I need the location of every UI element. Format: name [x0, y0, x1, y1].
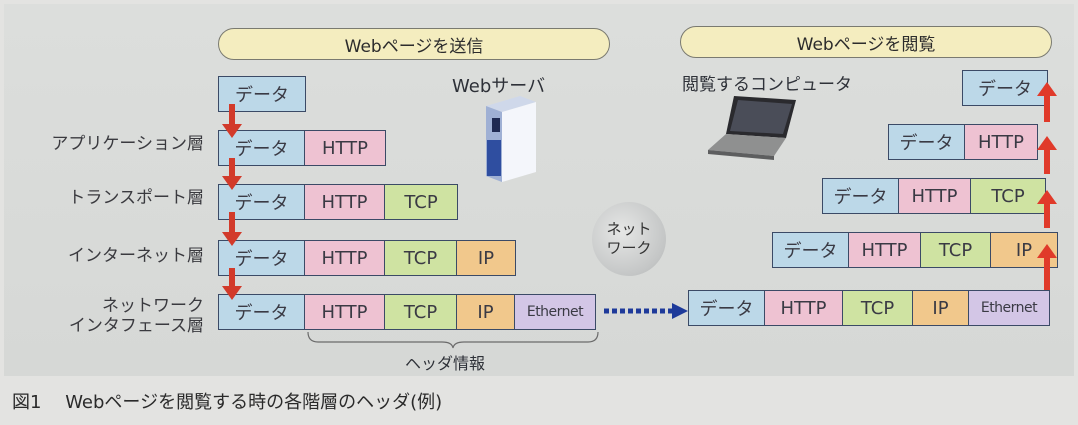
view-pill-label: Webページを閲覧	[796, 34, 936, 55]
cell-tcp: TCP	[971, 179, 1045, 213]
layer-label-internet: インターネット層	[68, 246, 204, 266]
laptop-icon	[708, 96, 796, 160]
cell-ip: IP	[457, 295, 515, 329]
cell-http: HTTP	[765, 291, 843, 325]
view-row-internet: データ HTTP TCP IP	[772, 232, 1058, 268]
cell-tcp: TCP	[921, 233, 991, 267]
cell-ethernet: Ethernet	[515, 295, 595, 329]
cell-http: HTTP	[305, 131, 385, 165]
network-cloud-label: ネット ワーク	[606, 220, 652, 257]
cell-data: データ	[773, 233, 849, 267]
cell-data: データ	[219, 295, 305, 329]
send-row-data: データ	[218, 76, 306, 112]
cell-tcp: TCP	[385, 241, 457, 275]
header-info-label: ヘッダ情報	[405, 354, 486, 373]
view-pill: Webページを閲覧	[680, 26, 1052, 58]
network-cloud: ネット ワーク	[592, 202, 666, 276]
network-arrow	[604, 303, 688, 319]
layer-label-link-1: ネットワーク	[102, 296, 204, 316]
server-label: Webサーバ	[452, 76, 546, 97]
server-icon	[486, 96, 536, 182]
layer-label-link-2: インタフェース層	[68, 316, 204, 336]
down-arrows	[222, 104, 242, 300]
layer-label-transport: トランスポート層	[68, 188, 204, 208]
cell-http: HTTP	[899, 179, 971, 213]
cell-http: HTTP	[849, 233, 921, 267]
view-row-data: データ	[962, 70, 1048, 106]
cell-http: HTTP	[305, 185, 385, 219]
cell-data: データ	[963, 71, 1047, 105]
cell-ethernet: Ethernet	[969, 291, 1049, 325]
figure-caption-text: Webページを閲覧する時の各階層のヘッダ(例)	[65, 392, 443, 413]
send-row-transport: データ HTTP TCP	[218, 184, 458, 220]
cell-tcp: TCP	[385, 185, 457, 219]
cell-data: データ	[823, 179, 899, 213]
view-row-application: データ HTTP	[888, 124, 1038, 160]
send-row-link: データ HTTP TCP IP Ethernet	[218, 294, 596, 330]
cell-http: HTTP	[305, 295, 385, 329]
cell-data: データ	[219, 185, 305, 219]
send-row-internet: データ HTTP TCP IP	[218, 240, 516, 276]
cell-ip: IP	[913, 291, 969, 325]
send-pill: Webページを送信	[218, 28, 610, 60]
figure-caption: 図1 Webページを閲覧する時の各階層のヘッダ(例)	[12, 388, 442, 414]
cell-data: データ	[689, 291, 765, 325]
send-pill-label: Webページを送信	[344, 36, 484, 57]
up-arrows	[1037, 82, 1057, 290]
cell-http: HTTP	[305, 241, 385, 275]
layer-label-application: アプリケーション層	[51, 134, 204, 154]
cell-http: HTTP	[965, 125, 1037, 159]
figure-number: 図1	[12, 392, 42, 413]
header-info-bracket	[307, 331, 599, 349]
cell-data: データ	[889, 125, 965, 159]
cell-ip: IP	[457, 241, 515, 275]
computer-label: 閲覧するコンピュータ	[682, 75, 852, 95]
view-row-transport: データ HTTP TCP	[822, 178, 1046, 214]
view-row-link: データ HTTP TCP IP Ethernet	[688, 290, 1050, 326]
cell-tcp: TCP	[385, 295, 457, 329]
cell-tcp: TCP	[843, 291, 913, 325]
